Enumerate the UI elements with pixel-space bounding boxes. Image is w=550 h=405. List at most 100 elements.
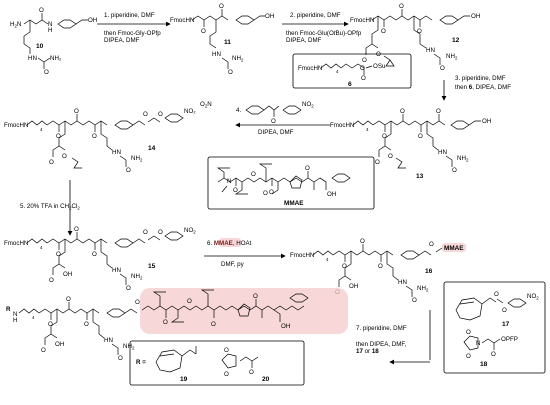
compound-16-label: 16 [425, 268, 433, 275]
svg-text:NH2: NH2 [123, 343, 135, 351]
svg-text:O: O [378, 263, 383, 270]
compound-15-label: 15 [148, 263, 156, 270]
svg-text:O: O [251, 171, 256, 178]
svg-text:OH: OH [482, 118, 491, 125]
svg-text:O: O [84, 321, 89, 328]
svg-text:O: O [466, 329, 471, 336]
step2-line2: then Fmoc-Glu(OtBu)-OPfp [286, 30, 362, 37]
svg-text:HN: HN [112, 149, 121, 156]
svg-text:NH2: NH2 [131, 155, 143, 163]
svg-text:H2N: H2N [10, 21, 21, 29]
compound-13-label: 13 [416, 173, 424, 180]
svg-text:O: O [269, 189, 274, 196]
svg-text:HN: HN [104, 337, 113, 344]
svg-text:O: O [376, 51, 381, 58]
mmae-highlight-final [140, 288, 348, 334]
svg-text:O: O [74, 226, 79, 233]
mmae-highlight-16 [442, 243, 466, 252]
svg-text:O: O [436, 108, 441, 115]
svg-text:O: O [187, 298, 192, 305]
oh-label-10: OH [88, 17, 97, 24]
no2-14: NO₂ [184, 108, 196, 115]
reagents-17-18-box: O O NO2 17 O O N O OPFP 18 [443, 281, 546, 374]
svg-text:O: O [360, 65, 365, 72]
svg-text:O: O [41, 347, 46, 354]
svg-text:O: O [158, 229, 163, 236]
svg-text:N: N [227, 178, 231, 185]
svg-text:O: O [48, 321, 53, 328]
step2-line1: 2. piperidine, DMF [290, 12, 341, 19]
compound-10-label: 10 [36, 43, 44, 50]
svg-text:O: O [381, 28, 386, 35]
step1-line3: DIPEA, DMF [104, 37, 140, 44]
fmochn-13: FmocHN [330, 122, 354, 129]
compound-10-structure: FmocHN H2N O N H OH HN O NH₂ 10 [10, 7, 97, 76]
svg-text:O: O [382, 133, 387, 140]
compound-11-label: 11 [224, 39, 231, 46]
fmochn-14: FmocHN [4, 122, 28, 129]
svg-text:NO2: NO2 [184, 227, 196, 235]
fmochn-11: FmocHN [170, 17, 194, 24]
svg-text:OH: OH [281, 323, 290, 330]
step4-line1: 4. [236, 107, 241, 114]
svg-text:O: O [440, 65, 445, 72]
svg-text:O: O [452, 167, 457, 174]
svg-text:O: O [219, 3, 224, 10]
fmochn-15: FmocHN [4, 240, 28, 247]
mmae-box-label: MMAE [284, 200, 304, 207]
svg-text:O: O [429, 241, 434, 248]
svg-text:4: 4 [366, 127, 369, 132]
compound-16-structure: FmocHN 4 O O O O MMAE OH O HN O NH2 16 [290, 238, 466, 304]
svg-text:O: O [228, 69, 233, 76]
svg-text:O: O [201, 28, 206, 35]
step1-line1: 1. piperidine, DMF [104, 12, 155, 19]
svg-text:O: O [135, 299, 140, 306]
svg-text:O2N: O2N [200, 101, 212, 109]
svg-text:O: O [224, 371, 229, 378]
svg-text:O: O [253, 293, 258, 300]
oh-label-11: OH [265, 13, 274, 20]
nh2-label-10: NH₂ [50, 55, 62, 62]
svg-text:O: O [417, 28, 422, 35]
svg-text:N: N [48, 21, 52, 28]
svg-text:HN: HN [112, 267, 121, 274]
svg-text:O: O [494, 291, 499, 298]
compound-17-label: 17 [502, 321, 510, 328]
step3-line2: then 6, DIPEA, DMF [455, 84, 511, 91]
step4-reagent: 4. O2N O NO2 [200, 101, 314, 125]
svg-text:O: O [249, 369, 254, 376]
fmochn-6: FmocHN [298, 65, 322, 72]
mmae-structure-box: N O O O O O OH MMAE [207, 156, 375, 210]
svg-text:O: O [49, 277, 54, 284]
svg-text:HN: HN [212, 51, 221, 58]
svg-text:O: O [224, 347, 229, 354]
svg-text:N: N [13, 311, 17, 318]
svg-text:OH: OH [63, 271, 72, 278]
svg-text:O: O [44, 69, 49, 76]
svg-text:NH2: NH2 [417, 285, 429, 293]
step6-line2: DMF, py [221, 261, 245, 268]
final-conjugate-structure: R N H 4 O O O O OH O HN O NH2 O O O [6, 288, 348, 362]
svg-text:NO2: NO2 [527, 293, 539, 301]
svg-text:O: O [74, 108, 79, 115]
svg-text:O: O [360, 238, 365, 245]
svg-text:OH: OH [55, 341, 64, 348]
fmochn-12: FmocHN [350, 17, 374, 24]
svg-text:O: O [211, 321, 216, 328]
svg-text:H: H [13, 317, 17, 324]
svg-text:O: O [56, 251, 61, 258]
svg-text:O: O [56, 133, 61, 140]
step7-line2: then DIPEA, DMF, [356, 341, 406, 348]
osu-label: OSu [373, 63, 386, 70]
svg-text:O: O [158, 111, 163, 118]
compound-12-structure: FmocHN O O O OH O O HN O NH2 12 [350, 3, 480, 72]
svg-text:4: 4 [326, 257, 329, 262]
svg-text:O: O [233, 187, 238, 194]
r-group-label: R [6, 306, 11, 313]
svg-text:O: O [49, 159, 54, 166]
svg-text:NH2: NH2 [131, 273, 143, 281]
svg-text:4: 4 [40, 245, 43, 250]
svg-text:O: O [126, 167, 131, 174]
svg-text:O: O [502, 307, 507, 314]
